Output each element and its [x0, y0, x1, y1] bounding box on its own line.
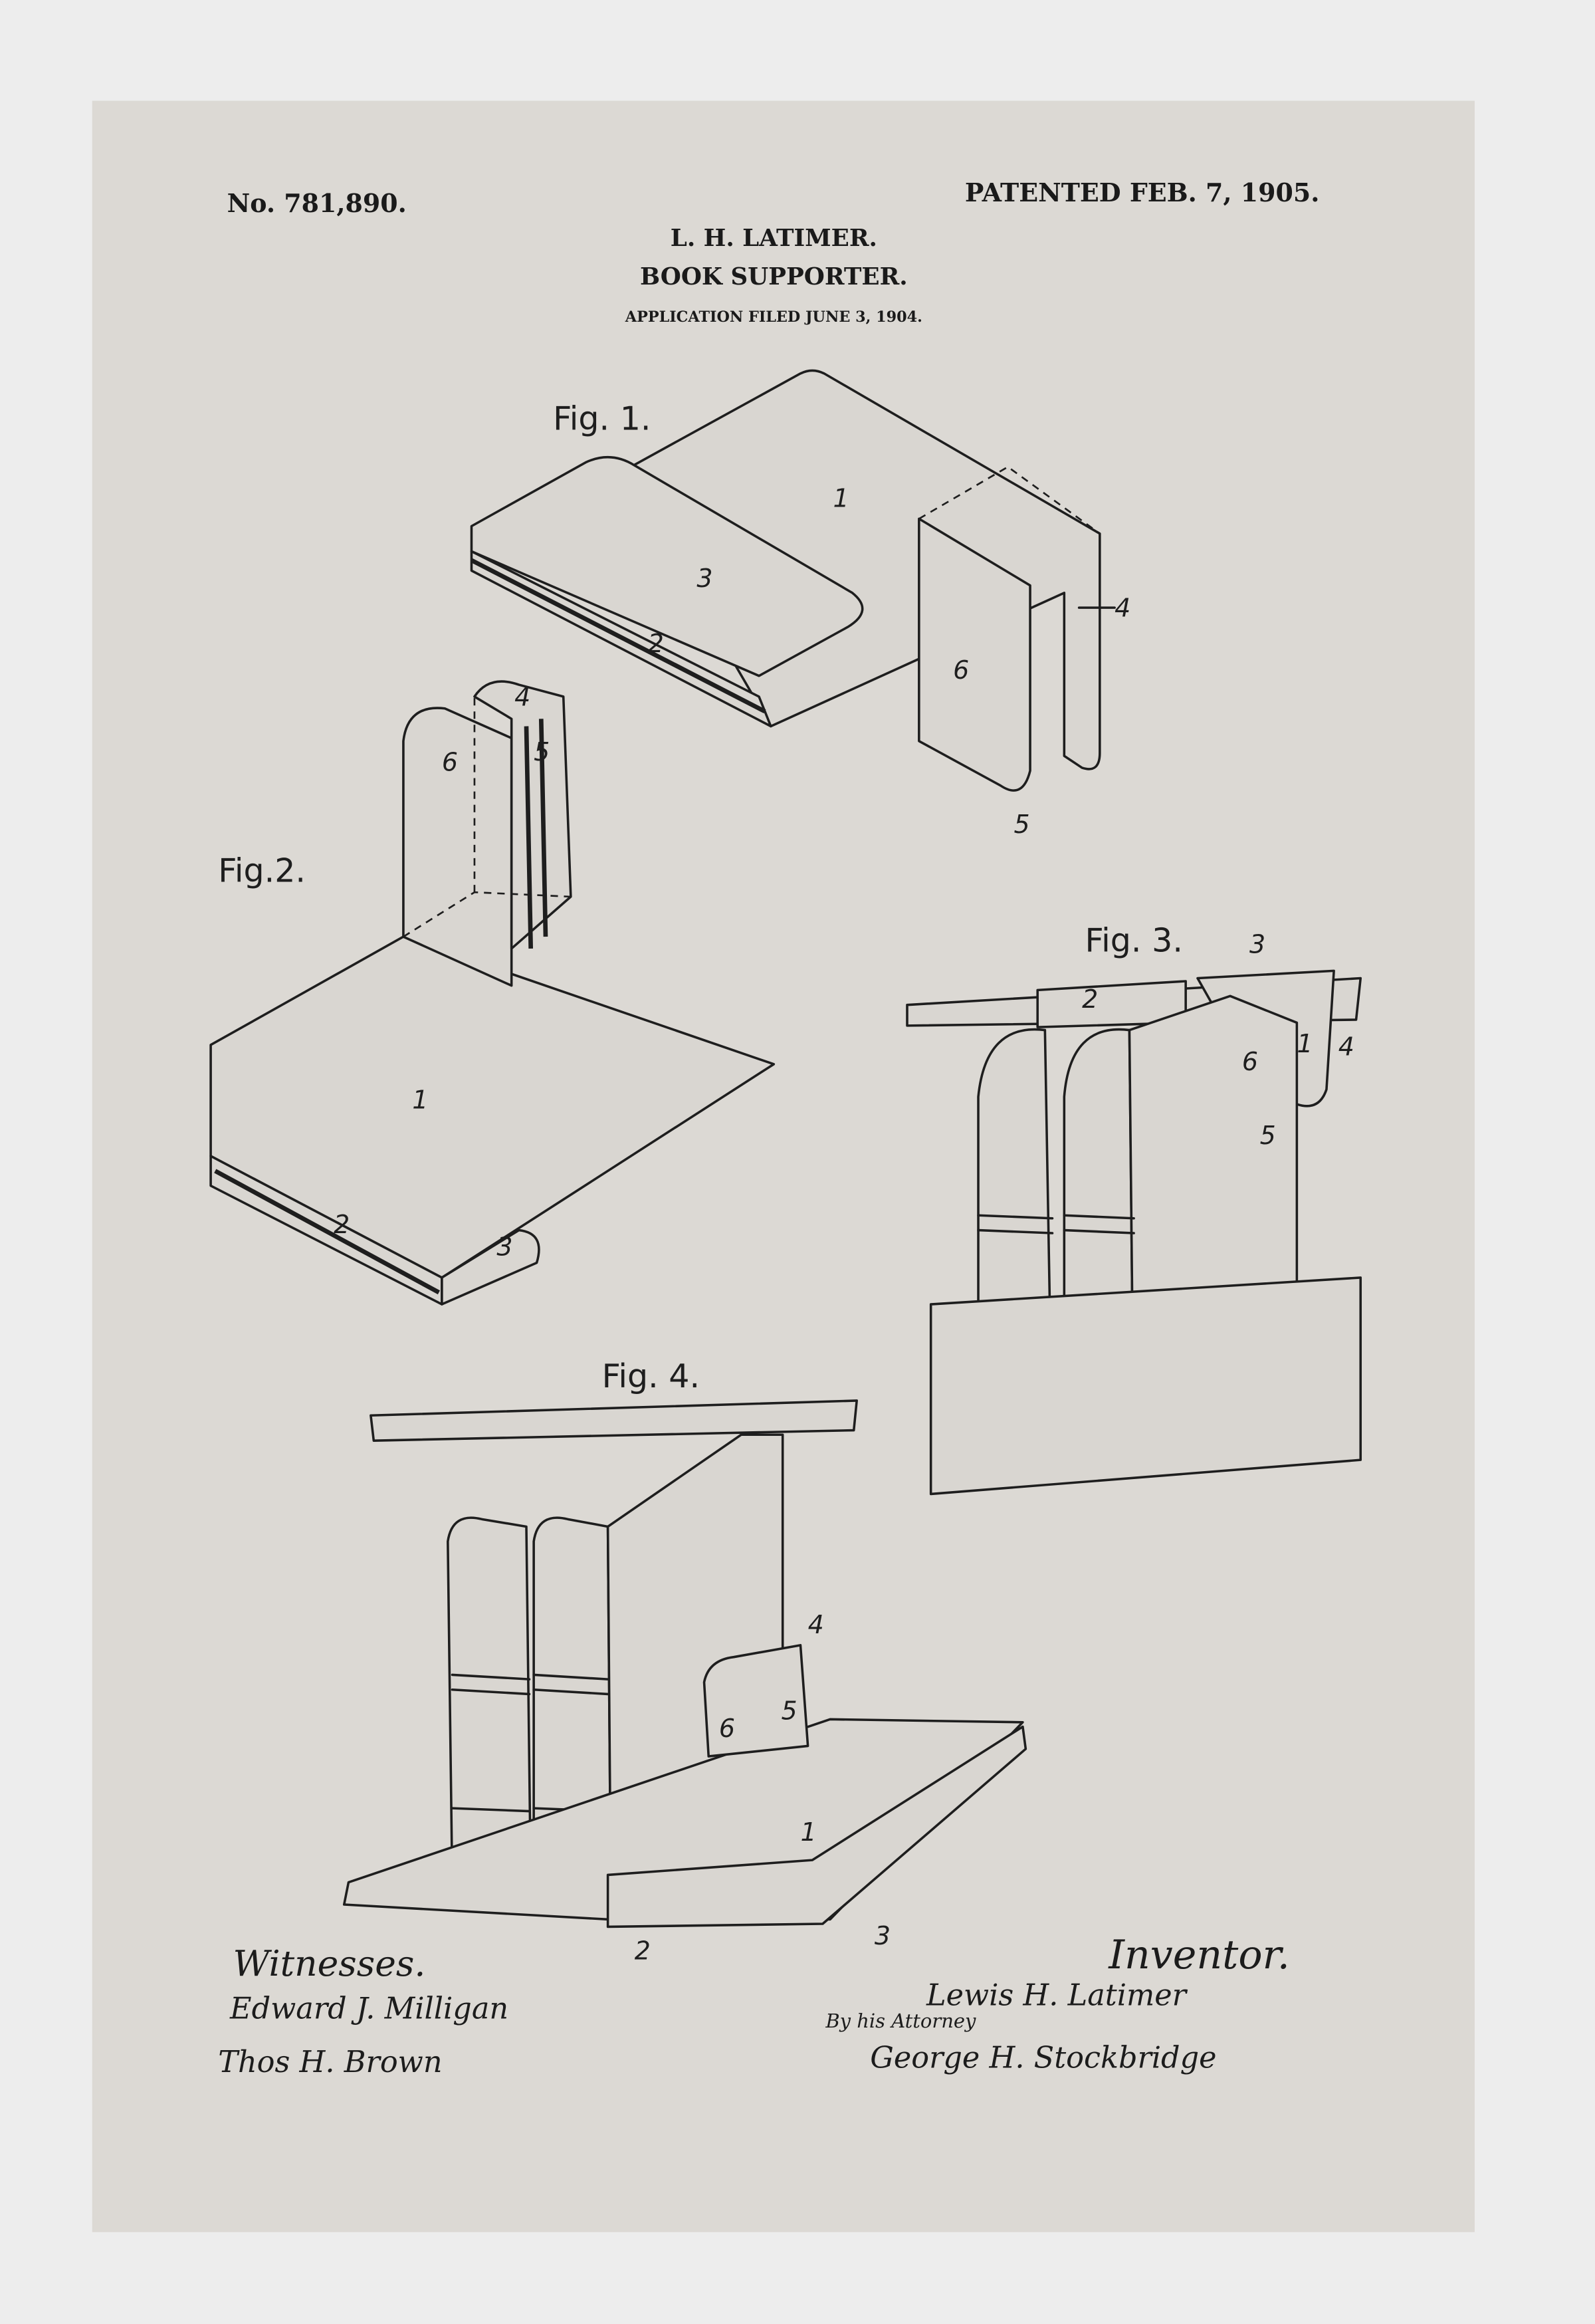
figure-2-title: Fig.2. — [218, 852, 306, 890]
label-2: 2 — [648, 629, 664, 658]
label-6: 6 — [442, 747, 458, 776]
book-3 — [470, 455, 864, 677]
label-4: 4 — [1338, 1032, 1354, 1061]
application-filed: APPLICATION FILED JUNE 3, 1904. — [625, 308, 922, 326]
label-1: 1 — [833, 484, 849, 513]
label-2: 2 — [1082, 985, 1098, 1014]
label-6: 6 — [953, 655, 969, 685]
label-2: 2 — [334, 1210, 350, 1239]
figure-3-title: Fig. 3. — [1085, 921, 1183, 959]
inventor-label: Inventor. — [1108, 1932, 1290, 1978]
witness-2-signature: Thos H. Brown — [218, 2045, 442, 2079]
shelf-base — [929, 1276, 1362, 1496]
label-5: 5 — [1014, 810, 1030, 839]
patented-date: PATENTED FEB. 7, 1905. — [965, 177, 1319, 207]
label-6: 6 — [1242, 1047, 1258, 1076]
label-1: 1 — [412, 1086, 428, 1115]
figure-1-title: Fig. 1. — [553, 400, 651, 438]
patent-number: No. 781,890. — [227, 188, 407, 218]
book-left — [447, 1516, 532, 1887]
plate-1 — [209, 935, 776, 1279]
witnesses-label: Witnesses. — [233, 1942, 426, 1984]
label-5: 5 — [534, 737, 550, 766]
figure-1: Fig. 1. 1 2 3 4 5 6 — [470, 369, 1130, 839]
label-5: 5 — [1260, 1121, 1276, 1150]
inventor-name: L. H. LATIMER. — [671, 225, 877, 252]
label-3: 3 — [875, 1921, 891, 1950]
plate-1 — [606, 1725, 1027, 1928]
upright-6 — [402, 707, 513, 987]
label-4: 4 — [514, 682, 530, 711]
label-4: 4 — [808, 1610, 824, 1639]
figure-2: Fig.2. 1 2 3 4 5 6 — [209, 680, 776, 1306]
figure-3: Fig. 3. 1 2 3 4 5 6 — [906, 921, 1362, 1496]
tab-3 — [441, 1228, 540, 1306]
patent-title: BOOK SUPPORTER. — [640, 263, 908, 290]
shelf-bar — [370, 1399, 858, 1442]
figure-4-title: Fig. 4. — [602, 1357, 700, 1395]
label-5: 5 — [781, 1696, 797, 1725]
tongue-6 — [918, 517, 1031, 792]
support-6 — [702, 1644, 809, 1758]
inventor-signature: Lewis H. Latimer — [926, 1978, 1188, 2013]
label-3: 3 — [1249, 930, 1265, 959]
label-4: 4 — [1115, 594, 1130, 623]
label-3: 3 — [696, 564, 712, 593]
label-6: 6 — [719, 1714, 735, 1743]
label-2: 2 — [635, 1936, 651, 1966]
upright-5 — [473, 680, 572, 950]
label-1: 1 — [1297, 1029, 1313, 1058]
witness-1-signature: Edward J. Milligan — [229, 1992, 508, 2026]
attorney-signature: George H. Stockbridge — [870, 2040, 1216, 2075]
label-3: 3 — [496, 1232, 512, 1261]
figure-4: Fig. 4. 1 2 3 4 5 6 — [342, 1357, 1027, 1966]
attorney-prefix: By his Attorney — [825, 2010, 976, 2032]
label-1: 1 — [800, 1817, 816, 1847]
